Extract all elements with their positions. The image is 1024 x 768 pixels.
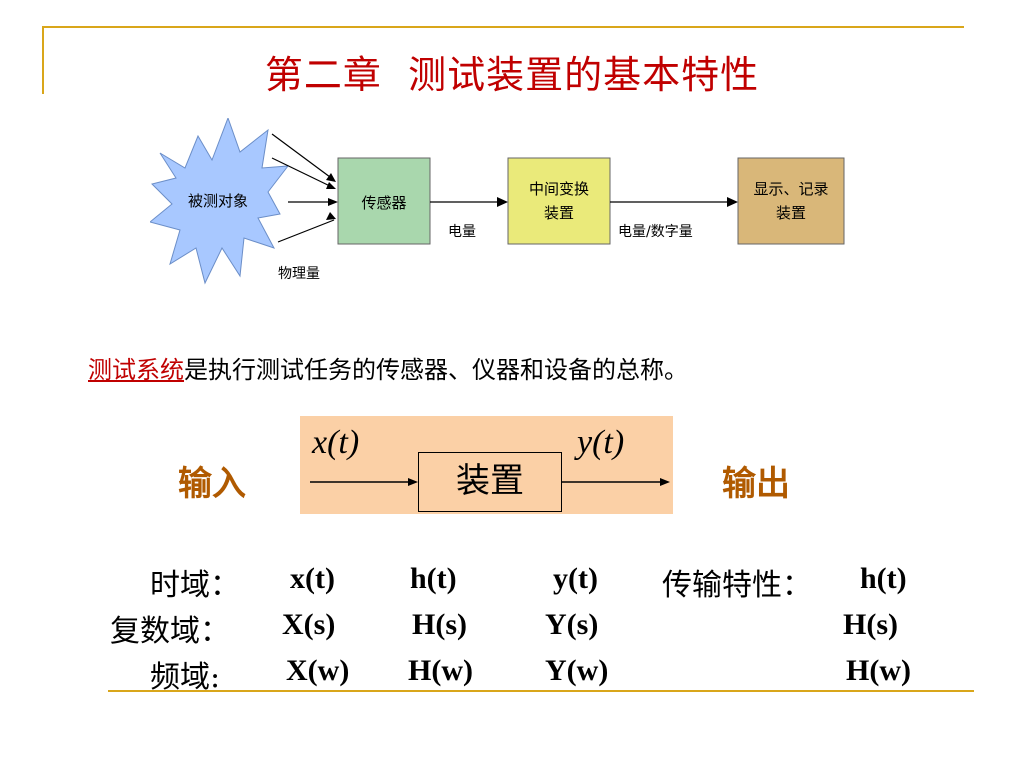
- frame-line-left: [42, 26, 44, 94]
- row-output-frequency: Y(w): [545, 654, 609, 687]
- row-output-time: y(t): [553, 562, 598, 595]
- diagram-physical-label: 物理量: [278, 266, 320, 282]
- diagram-source-label: 被测对象: [188, 192, 248, 210]
- output-signal-label: y(t): [577, 424, 625, 461]
- measurement-block-diagram: 被测对象 物理量 传感器 电量 中间变换 装置 电量/数字量 显示、记录 装置: [150, 118, 845, 285]
- row-impulse-frequency: H(w): [408, 654, 473, 687]
- row-domain-complex: 复数域：: [110, 614, 230, 649]
- diagram-display-line1: 显示、记录: [753, 180, 828, 198]
- definition-term: 测试系统: [88, 356, 184, 384]
- row-property-frequency: H(w): [846, 654, 911, 687]
- physical-quantity-arrows: [271, 133, 335, 243]
- measured-object-burst: [150, 118, 290, 285]
- row-input-time: x(t): [290, 562, 335, 595]
- row-property-time: h(t): [860, 562, 907, 595]
- row-domain-frequency: 频域:: [150, 660, 221, 695]
- output-label: 输出: [722, 464, 790, 504]
- row-output-complex: Y(s): [545, 608, 599, 641]
- frame-line-top: [42, 26, 964, 28]
- input-label: 输入: [178, 464, 246, 504]
- diagram-converter-line1: 中间变换: [529, 180, 589, 198]
- sensor-block: [337, 157, 431, 245]
- diagram-digital-label: 电量/数字量: [618, 224, 693, 240]
- definition-sentence: 测试系统是执行测试任务的传感器、仪器和设备的总称。: [88, 350, 988, 385]
- row-input-complex: X(s): [282, 608, 336, 641]
- row-domain-time: 时域：: [150, 568, 240, 603]
- slide-title: 第二章 测试装置的基本特性: [264, 53, 760, 97]
- row-impulse-complex: H(s): [412, 608, 467, 641]
- definition-text: 是执行测试任务的传感器、仪器和设备的总称。: [184, 356, 688, 384]
- diagram-sensor-label: 传感器: [361, 194, 406, 212]
- diagram-electrical-label: 电量: [448, 224, 476, 240]
- system-arrows: [310, 478, 670, 486]
- row-input-frequency: X(w): [286, 654, 350, 687]
- row-property-complex: H(s): [843, 608, 898, 641]
- converter-block: [507, 157, 611, 245]
- frame-line-bottom: [108, 690, 974, 692]
- display-block: [737, 157, 845, 245]
- row-impulse-time: h(t): [410, 562, 457, 595]
- device-box: 装置: [418, 452, 562, 512]
- diagram-display-line2: 装置: [776, 204, 806, 222]
- transfer-property-label: 传输特性：: [662, 568, 812, 603]
- diagram-converter-line2: 装置: [544, 204, 574, 222]
- input-signal-label: x(t): [312, 424, 360, 461]
